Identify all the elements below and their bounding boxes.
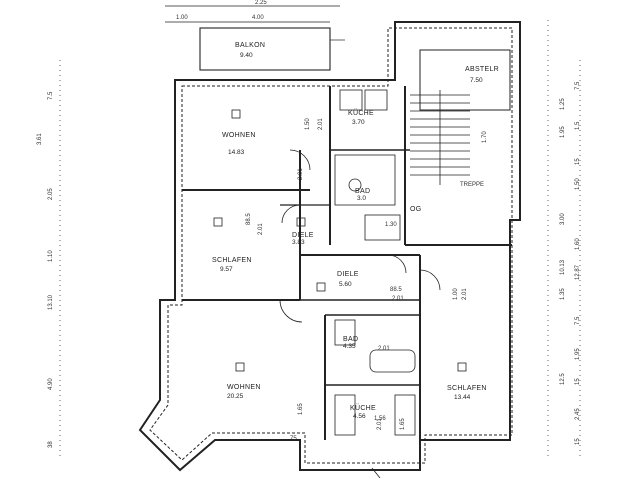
room-diele2-area: 5.60 [339,281,352,288]
room-bad2-area: 4.35 [343,343,356,350]
right-dim-14: 15 [575,378,581,385]
inner-dim-4: 2.01 [298,168,304,180]
room-wohnen2-name: WOHNEN [227,384,261,391]
top-dimension-2: 1.00 [176,15,188,21]
inner-dim-15: 1.65 [400,418,406,430]
room-bad1-area: 3.0 [357,195,367,202]
left-dim-6: 4.90 [48,378,54,390]
inner-dim-5: 88.5 [246,213,252,225]
room-wohnen2-area: 20.25 [227,393,244,400]
room-schlafen1-area: 9.57 [220,266,233,273]
right-dim-13: 1.95 [575,348,581,360]
inner-dim-10: 2.01 [378,346,390,352]
inner-dim-7: 1.30 [385,222,397,228]
right-dim-9: 10.13 [560,259,566,275]
room-bad1-name: BAD [355,188,371,195]
room-wohnen1-name: WOHNEN [222,132,256,139]
top-dimension-3: 4.00 [252,15,264,21]
right-dim-16: 2.45 [575,408,581,420]
room-diele1-name: DIELE [292,232,314,239]
right-dim-7: 3.00 [560,213,566,225]
room-kueche2-area: 4.56 [353,413,366,420]
top-dimension-1: 2.25 [255,0,267,6]
inner-dim-13: 1.65 [298,403,304,415]
room-schlafen2-name: SCHLAFEN [447,385,487,392]
left-dim-7: 38 [48,441,54,448]
room-abstell-name: ABSTELR [465,66,499,73]
floor-label-og: OG [410,206,422,213]
room-schlafen2-area: 13.44 [454,394,471,401]
room-kueche1-name: KÜCHE [348,110,375,117]
right-dim-11: 1.35 [560,288,566,300]
room-bad2-name: BAD [343,336,359,343]
right-dim-15: 12.5 [560,373,566,385]
right-dim-3: 1.5 [575,121,581,130]
left-dim-3: 2.05 [48,188,54,200]
inner-dim-3: 1.70 [482,131,488,143]
inner-dim-1: 1.50 [305,118,311,130]
right-dim-10: 12.87 [575,264,581,280]
left-dim-5: 13.10 [48,294,54,310]
stair-label: TREPPE [460,182,485,188]
inner-dim-8: 88.5 [390,287,402,293]
right-dim-4: 1.95 [560,126,566,138]
right-dim-2: 7.5 [575,81,581,90]
room-diele1-area: 3.83 [292,239,305,246]
inner-dim-14: 75 [290,436,297,442]
room-schlafen1-name: SCHLAFEN [212,257,252,264]
right-dim-17: 15 [575,438,581,445]
right-dim-8: 1.60 [575,238,581,250]
inner-dim-2: 2.01 [318,118,324,130]
room-balkon-name: BALKON [235,42,266,49]
left-dim-2: 3.61 [37,133,43,145]
right-dim-5: 15 [575,158,581,165]
inner-dim-6: 2.01 [258,223,264,235]
room-wohnen1-area: 14.83 [228,149,245,156]
room-kueche2-name: KÜCHE [350,405,377,412]
inner-dim-11: 1.00 [453,288,459,300]
inner-dim-17: 1.56 [374,416,386,422]
right-dim-6: 1.50 [575,178,581,190]
inner-dim-9: 2.01 [392,296,404,302]
room-balkon-area: 9.40 [240,52,253,59]
left-dim-1: 7.5 [48,91,54,100]
room-diele2-name: DIELE [337,271,359,278]
right-dim-1: 1.25 [560,98,566,110]
room-kueche1-area: 3.70 [352,119,365,126]
right-dim-12: 7.5 [575,316,581,325]
room-abstell-area: 7.50 [470,77,483,84]
inner-dim-12: 2.01 [462,288,468,300]
left-dim-4: 1.10 [48,250,54,262]
